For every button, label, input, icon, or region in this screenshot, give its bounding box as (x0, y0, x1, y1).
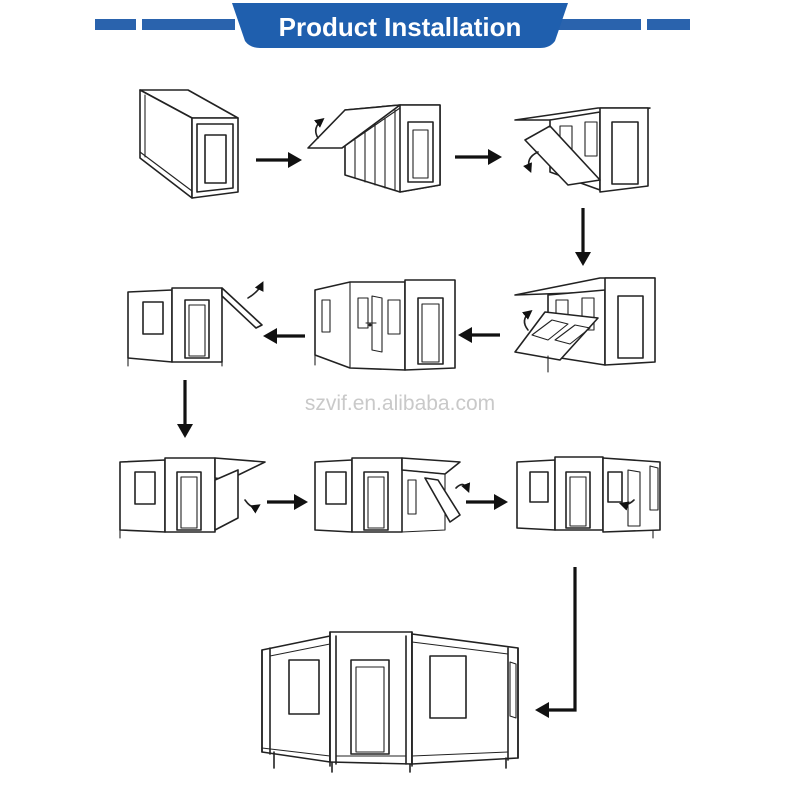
header-line-right (550, 19, 690, 30)
step-7-end-wall-swinging (119, 457, 266, 539)
header-title-bar (232, 3, 568, 48)
header-banner: Product Installation (95, 3, 690, 48)
arrow-step-3-to-4 (575, 208, 591, 266)
header-line-right-gap (641, 19, 647, 30)
step-8-end-wall-closing (314, 457, 471, 533)
step-9-end-wall-closed (516, 456, 661, 539)
arrow-step-1-to-2 (256, 152, 302, 168)
step-5-both-sides-unfolded (314, 279, 456, 371)
header-line-left-gap (136, 19, 142, 30)
step-3-side-panel-floor-opening (514, 107, 651, 193)
arrow-step-9-to-final (535, 567, 577, 718)
step-2-side-panel-roof-opening (307, 104, 441, 193)
header-line-left (95, 19, 235, 30)
arrow-step-5-to-6 (263, 328, 305, 344)
step-1-container-closed (139, 89, 239, 199)
header-title: Product Installation (279, 12, 522, 42)
step-6-end-wall-folding-out (127, 281, 264, 367)
arrow-step-6-to-7 (177, 380, 193, 438)
step-final-house-complete (261, 631, 519, 773)
step-4-second-side-unfolding (514, 277, 656, 373)
arrow-step-8-to-9 (466, 494, 508, 510)
arrow-step-2-to-3 (455, 149, 502, 165)
watermark-text: szvif.en.alibaba.com (305, 392, 495, 415)
arrow-step-4-to-5 (458, 327, 500, 343)
arrow-step-7-to-8 (267, 494, 308, 510)
